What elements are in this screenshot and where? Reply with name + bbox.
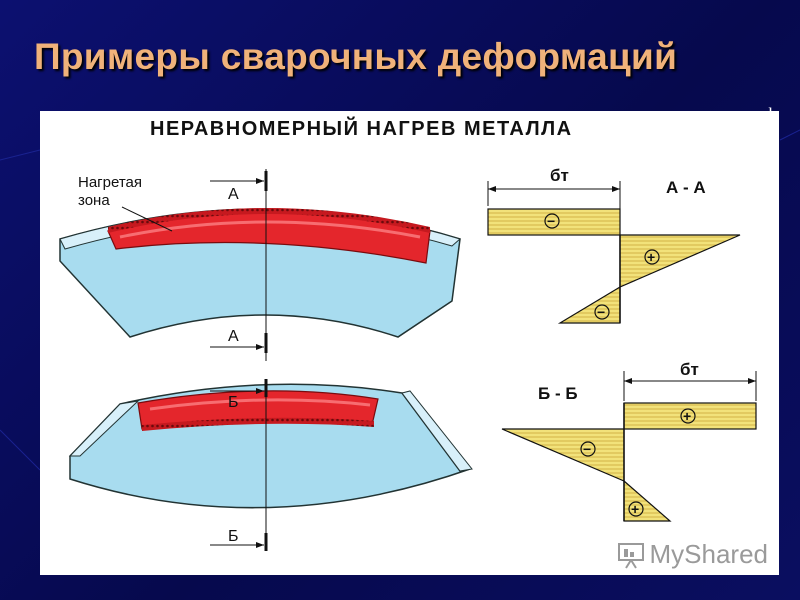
bottom-heated-zone [137,390,379,431]
section-b-bottom: Б [228,528,239,545]
aa-minus-top: − [547,213,555,229]
heated-zone-label-line1: Нагретая [78,174,142,191]
section-a-top: А [228,186,239,203]
heated-zone-label-line2: зона [78,192,110,209]
bb-minus: − [583,441,591,457]
section-line-a [210,169,268,361]
diagram-bb-title: Б - Б [538,384,578,403]
bb-plus-top: + [683,408,691,424]
section-a-bottom: А [228,328,239,345]
heated-zone-leader [121,206,173,232]
bb-plus-bottom: + [631,501,639,517]
watermark-text: MyShared [649,539,769,569]
top-heated-zone [107,208,431,264]
slide-title: Примеры сварочных деформаций [34,36,678,77]
aa-minus-bottom: − [597,304,605,320]
figure-heading: НЕРАВНОМЕРНЫЙ НАГРЕВ МЕТАЛЛА [150,116,573,140]
section-b-top: Б [228,394,239,411]
section-line-b [210,379,268,551]
figure-panel: НЕРАВНОМЕРНЫЙ НАГРЕВ МЕТАЛЛА Нагретая зо… [40,111,779,575]
presentation-icon [617,542,644,569]
stress-diagram-bb [501,371,757,522]
dim-label-bb: бт [680,360,699,379]
stress-diagram-aa [487,181,741,324]
diagram-aa-title: А - А [666,178,706,197]
side-mark: ı [768,100,774,120]
aa-plus: + [647,249,655,265]
watermark: MyShared [616,539,769,570]
dim-label-aa: бт [550,166,569,185]
